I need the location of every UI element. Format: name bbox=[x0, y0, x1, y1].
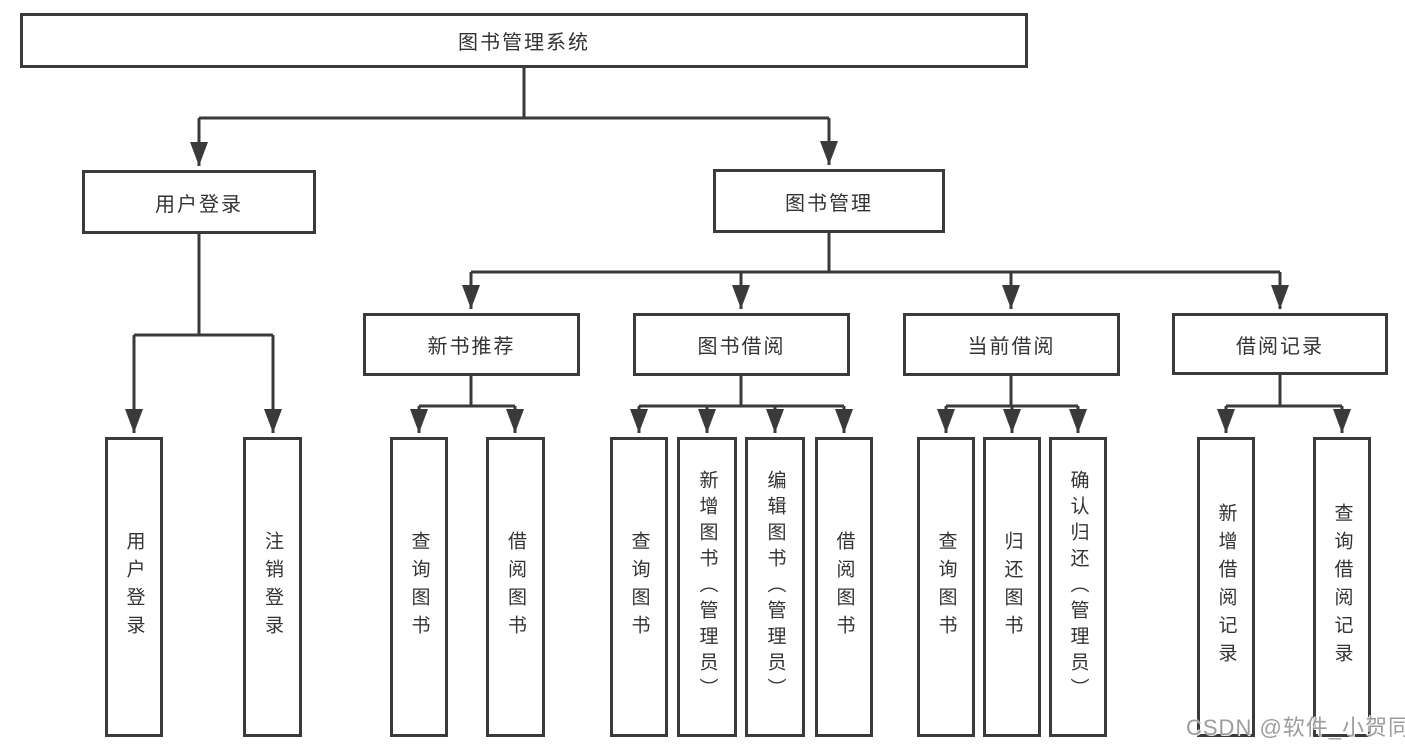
leaf-borrowing-query-books: 查询图书 bbox=[610, 437, 668, 737]
node-new-book-recommend: 新书推荐 bbox=[363, 313, 580, 376]
leaf-recommend-borrow-books: 借阅图书 bbox=[486, 437, 545, 737]
node-borrowing-records: 借阅记录 bbox=[1172, 313, 1388, 375]
connector-borrowing-records bbox=[1217, 375, 1351, 433]
connector-book-borrowing bbox=[630, 376, 853, 433]
leaf-current-query-books: 查询图书 bbox=[917, 437, 975, 737]
connector-new-book-recommend bbox=[410, 376, 524, 433]
leaf-logout: 注销登录 bbox=[243, 437, 302, 737]
leaf-records-query-borrow-record: 查询借阅记录 bbox=[1313, 437, 1371, 737]
connector-root bbox=[190, 68, 838, 166]
connector-current-borrowing bbox=[937, 376, 1087, 433]
leaf-current-return-books: 归还图书 bbox=[983, 437, 1041, 737]
node-book-borrowing: 图书借阅 bbox=[633, 313, 850, 376]
node-current-borrowing: 当前借阅 bbox=[903, 313, 1120, 376]
leaf-current-confirm-return-admin: 确认归还（管理员） bbox=[1049, 437, 1107, 737]
leaf-recommend-query-books: 查询图书 bbox=[390, 437, 448, 737]
watermark-text: CSDN @软件_小贺同学 bbox=[1186, 715, 1405, 740]
leaf-user-login: 用户登录 bbox=[105, 437, 163, 737]
connector-user-login bbox=[125, 234, 282, 433]
connector-book-management bbox=[462, 233, 1289, 309]
leaf-borrowing-borrow-books: 借阅图书 bbox=[815, 437, 873, 737]
node-user-login: 用户登录 bbox=[82, 170, 316, 234]
node-book-management: 图书管理 bbox=[713, 169, 945, 233]
node-library-management-system: 图书管理系统 bbox=[20, 13, 1028, 68]
leaf-borrowing-add-books-admin: 新增图书（管理员） bbox=[677, 437, 737, 737]
leaf-borrowing-edit-books-admin: 编辑图书（管理员） bbox=[745, 437, 805, 737]
leaf-records-add-borrow-record: 新增借阅记录 bbox=[1197, 437, 1255, 737]
